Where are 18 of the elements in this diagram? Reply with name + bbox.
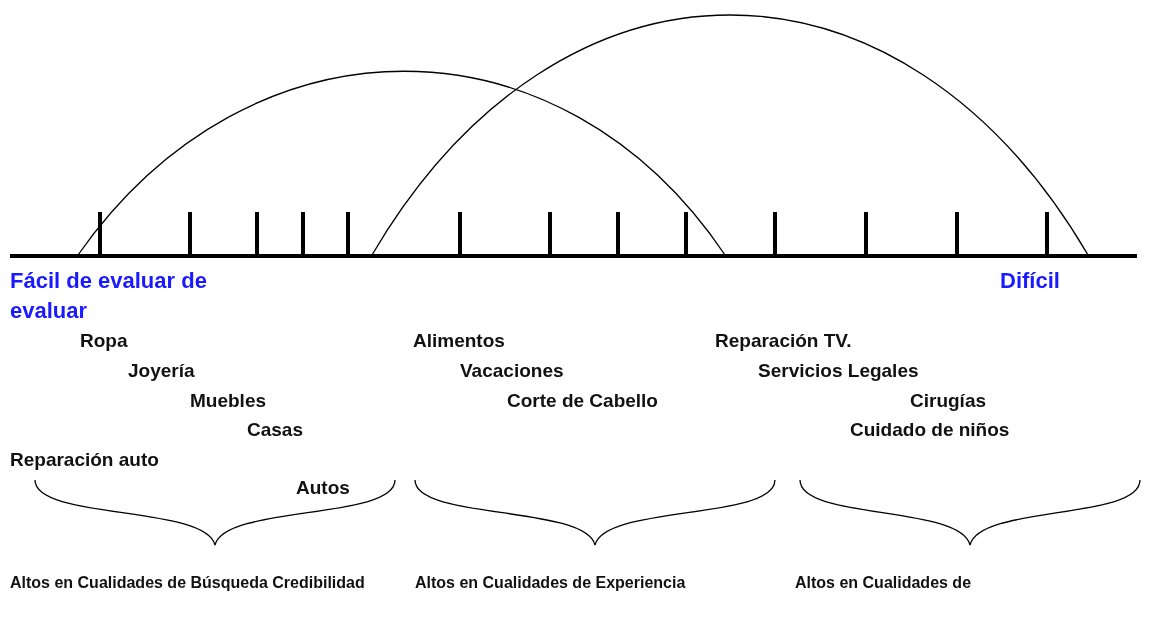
scale-end-label: Difícil [1000,267,1061,295]
service-label: Autos [296,476,350,500]
service-label: Vacaciones [460,359,564,383]
service-label: Ropa [80,329,128,353]
service-label: Cuidado de niños [850,418,1010,442]
service-label: Joyería [128,359,195,383]
service-label: Reparación TV. [715,329,852,353]
service-label: Corte de Cabello [507,389,658,413]
scale-end-label: Fácil de evaluar de evaluar [10,267,208,325]
service-label: Alimentos [413,329,505,353]
category-label: Altos en Cualidades de [795,573,972,593]
category-label: Altos en Cualidades de Búsqueda Credibilidad [10,573,366,593]
category-label: Altos en Cualidades de Experiencia [415,573,686,593]
service-label: Servicios Legales [758,359,919,383]
service-label: Reparación auto [10,448,159,472]
service-label: Cirugías [910,389,987,413]
service-label: Casas [247,418,303,442]
service-label: Muebles [190,389,267,413]
